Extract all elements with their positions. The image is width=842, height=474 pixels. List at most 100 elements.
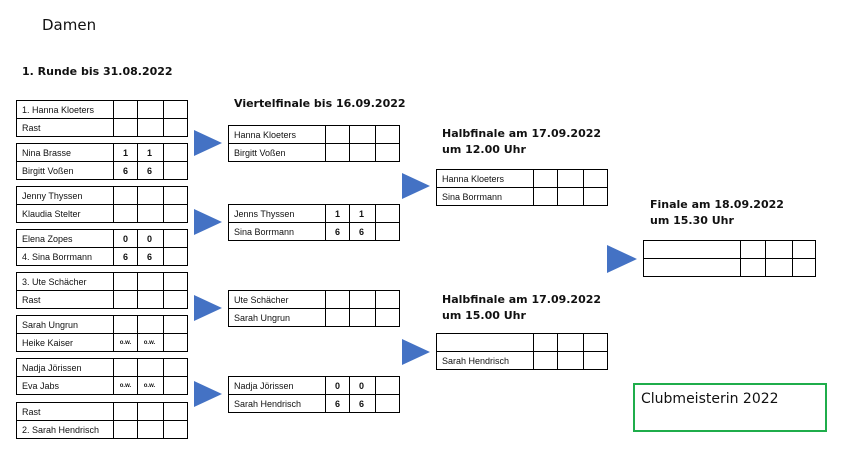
player-name: Ute Schächer bbox=[234, 295, 289, 305]
player-name: 3. Ute Schächer bbox=[22, 277, 87, 287]
qf-match: Hanna Kloeters Birgitt Voßen bbox=[228, 125, 400, 162]
score-cell bbox=[375, 309, 399, 327]
player-name: 1. Hanna Kloeters bbox=[22, 105, 95, 115]
score-cell bbox=[137, 403, 161, 421]
score-cell: o.w. bbox=[113, 334, 137, 352]
quarterfinal-heading: Viertelfinale bis 16.09.2022 bbox=[234, 97, 406, 110]
score-cell: 0 bbox=[137, 230, 161, 248]
score-cell: o.w. bbox=[113, 377, 137, 395]
score-cell bbox=[533, 188, 557, 206]
player-name: Hanna Kloeters bbox=[234, 130, 297, 140]
score-cell bbox=[740, 259, 764, 277]
score-cell bbox=[163, 187, 187, 205]
player-name: Birgitt Voßen bbox=[234, 148, 286, 158]
score-cell bbox=[163, 291, 187, 309]
r1-match: 3. Ute Schächer Rast bbox=[16, 272, 188, 309]
final-date: Finale am 18.09.2022 bbox=[650, 198, 784, 211]
final-heading: Finale am 18.09.2022 um 15.30 Uhr bbox=[650, 197, 784, 229]
player-name: Hanna Kloeters bbox=[442, 174, 505, 184]
score-cell bbox=[375, 377, 399, 395]
semifinal2-date: Halbfinale am 17.09.2022 bbox=[442, 293, 602, 306]
score-cell bbox=[163, 377, 187, 395]
score-cell bbox=[163, 144, 187, 162]
score-cell bbox=[113, 421, 137, 439]
score-cell bbox=[533, 334, 557, 352]
score-cell bbox=[583, 170, 607, 188]
score-cell bbox=[765, 241, 789, 259]
score-cell bbox=[137, 291, 161, 309]
player-name: Elena Zopes bbox=[22, 234, 73, 244]
score-cell bbox=[325, 126, 349, 144]
score-cell bbox=[113, 403, 137, 421]
sf-match: Sarah Hendrisch bbox=[436, 333, 608, 370]
arrow-right-icon bbox=[402, 173, 430, 199]
player-name: Sarah Ungrun bbox=[234, 313, 291, 323]
arrow-right-icon bbox=[194, 381, 222, 407]
score-cell: 1 bbox=[113, 144, 137, 162]
player-name: 2. Sarah Hendrisch bbox=[22, 425, 100, 435]
qf-match: Ute Schächer Sarah Ungrun bbox=[228, 290, 400, 327]
score-cell: 1 bbox=[325, 205, 349, 223]
player-name: Sarah Hendrisch bbox=[442, 356, 510, 366]
score-cell bbox=[137, 119, 161, 137]
score-cell bbox=[113, 273, 137, 291]
score-cell bbox=[740, 241, 764, 259]
score-cell bbox=[137, 187, 161, 205]
score-cell bbox=[533, 352, 557, 370]
semifinal1-heading: Halbfinale am 17.09.2022 um 12.00 Uhr bbox=[442, 126, 601, 158]
arrow-right-icon bbox=[607, 245, 637, 273]
score-cell bbox=[137, 316, 161, 334]
score-cell bbox=[325, 144, 349, 162]
semifinal2-time: um 15.00 Uhr bbox=[442, 309, 526, 322]
player-name: Eva Jabs bbox=[22, 381, 60, 391]
score-cell: o.w. bbox=[137, 334, 161, 352]
score-cell bbox=[163, 162, 187, 180]
score-cell: 0 bbox=[113, 230, 137, 248]
score-cell bbox=[163, 205, 187, 223]
player-name: Nina Brasse bbox=[22, 148, 72, 158]
score-cell bbox=[137, 359, 161, 377]
score-cell bbox=[325, 309, 349, 327]
score-cell: o.w. bbox=[137, 377, 161, 395]
score-cell: 6 bbox=[325, 223, 349, 241]
page-title: Damen bbox=[42, 16, 97, 34]
arrow-right-icon bbox=[402, 339, 430, 365]
player-name: Rast bbox=[22, 407, 41, 417]
score-cell bbox=[163, 421, 187, 439]
score-cell bbox=[137, 421, 161, 439]
score-cell bbox=[163, 273, 187, 291]
score-cell bbox=[163, 101, 187, 119]
score-cell bbox=[113, 101, 137, 119]
score-cell bbox=[349, 309, 373, 327]
score-cell: 0 bbox=[325, 377, 349, 395]
score-cell bbox=[163, 359, 187, 377]
player-name: Rast bbox=[22, 295, 41, 305]
round1-heading: 1. Runde bis 31.08.2022 bbox=[22, 65, 173, 78]
score-cell bbox=[113, 291, 137, 309]
player-name: Klaudia Stelter bbox=[22, 209, 81, 219]
champion-box: Clubmeisterin 2022 bbox=[633, 383, 827, 432]
player-name: Sarah Ungrun bbox=[22, 320, 79, 330]
r1-match: 1. Hanna Kloeters Rast bbox=[16, 100, 188, 137]
player-name: Nadja Jörissen bbox=[234, 381, 294, 391]
score-cell: 6 bbox=[137, 248, 161, 266]
player-name: Jenns Thyssen bbox=[234, 209, 295, 219]
score-cell: 6 bbox=[325, 395, 349, 413]
score-cell: 6 bbox=[349, 395, 373, 413]
score-cell: 6 bbox=[113, 248, 137, 266]
score-cell bbox=[163, 334, 187, 352]
score-cell bbox=[375, 205, 399, 223]
score-cell bbox=[113, 187, 137, 205]
semifinal1-time: um 12.00 Uhr bbox=[442, 143, 526, 156]
r1-match: Rast 2. Sarah Hendrisch bbox=[16, 402, 188, 439]
score-cell bbox=[349, 291, 373, 309]
score-cell bbox=[765, 259, 789, 277]
score-cell bbox=[375, 126, 399, 144]
score-cell bbox=[349, 126, 373, 144]
score-cell: 1 bbox=[137, 144, 161, 162]
player-name: Sina Borrmann bbox=[234, 227, 295, 237]
score-cell bbox=[375, 291, 399, 309]
score-cell bbox=[583, 188, 607, 206]
semifinal1-date: Halbfinale am 17.09.2022 bbox=[442, 127, 602, 140]
